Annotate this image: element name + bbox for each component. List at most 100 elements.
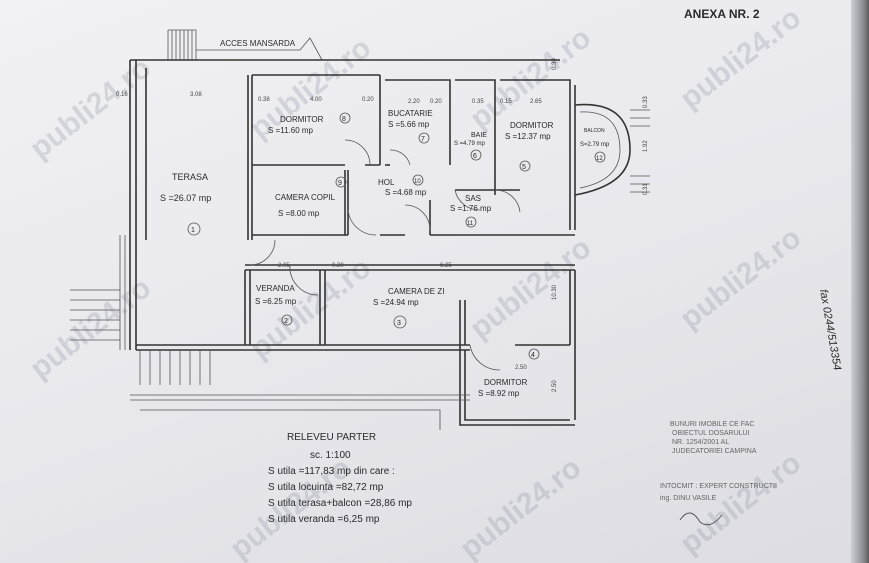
watermark: publi24.ro [464,21,597,135]
walls [119,59,631,430]
legend-line: S utila locuinta =82,72 mp [268,482,384,493]
room-area: S =6.25 mp [255,297,297,306]
room-number: 4 [531,352,535,359]
room-name: DORMITOR [280,115,324,124]
watermark-layer: publi24.ro publi24.ro publi24.ro publi24… [24,1,807,563]
room-number: 12 [596,156,603,162]
annex-title: ANEXA NR. 2 [684,7,760,21]
room-area: S =11.60 mp [268,126,314,135]
room-baie: BAIE S =4.79 mp 6 [454,132,487,161]
access-label: ACCES MANSARDA [220,39,296,48]
room-name: VERANDA [256,284,295,293]
dim-label: 2.20 [408,99,420,105]
room-area: S =26.07 mp [160,193,211,203]
room-name: DORMITOR [484,378,528,387]
balcony-stairs [630,109,650,193]
room-area: S =5.66 mp [388,120,430,129]
dim-label: 0.15 [500,99,512,105]
room-area: S =12.37 mp [505,132,551,141]
room-number: 6 [473,153,477,160]
room-number: 1 [191,227,195,234]
watermark: publi24.ro [244,251,377,365]
stamp-line: NR. 1254/2001 AL [672,439,729,446]
room-number: 7 [421,136,425,143]
dim-label: 0.30 [332,263,344,269]
dim-label: 0.20 [430,99,442,105]
stamp: BUNURI IMOBILE CE FAC OBIECTUL DOSARULUI… [660,421,777,526]
handwritten-note: fax 0244/513354 [817,288,843,371]
legend-line: S utila terasa+balcon =28,86 mp [268,498,412,509]
watermark: publi24.ro [464,231,597,345]
watermark: publi24.ro [674,221,807,335]
dim-label: 2.50 [552,380,558,392]
stamp-line: JUDECATORIEI CAMPINA [672,448,757,455]
room-number: 3 [397,320,401,327]
stamp-line: BUNURI IMOBILE CE FAC [670,421,754,428]
room-area: S =8.92 mp [478,389,520,398]
watermark: publi24.ro [24,51,157,165]
dim-label: 10.30 [552,284,558,300]
room-camera-de-zi: CAMERA DE ZI S =24.94 mp 3 [373,287,444,329]
dim-label: 0.38 [258,97,270,103]
room-balcon: BALCON S=2.79 mp 12 [580,128,610,163]
room-name: HOL [378,178,395,187]
room-camera-copil: CAMERA COPIL S =8.00 mp 9 [275,176,347,218]
legend-scale: sc. 1:100 [310,450,351,461]
watermark: publi24.ro [24,271,157,385]
watermark: publi24.ro [674,446,807,560]
room-name: CAMERA DE ZI [388,287,444,296]
room-sas: SAS S =1.76 mp 11 [450,194,492,228]
dim-label: 0.30 [552,58,558,70]
stamp-line: OBIECTUL DOSARULUI [672,430,750,437]
room-veranda: VERANDA S =6.25 mp 2 [255,284,297,326]
room-area: S =4.79 mp [454,141,486,147]
dim-label: 6.25 [440,263,452,269]
dim-label: 2.50 [515,365,527,371]
room-area: S =24.94 mp [373,298,419,307]
legend-line: S utila =117,83 mp din care : [268,466,395,477]
attic-stairs [167,29,323,61]
room-name: DORMITOR [510,121,554,130]
room-name: SAS [465,194,481,203]
room-dormitor-8: DORMITOR S =11.60 mp 8 [268,112,351,135]
sheet-shadow [851,0,869,563]
dim-label: 2.05 [278,263,290,269]
stamp-line: ing. DINU VASILE [660,495,717,502]
legend-title: RELEVEU PARTER [287,432,376,443]
dim-label: 0.33 [643,96,649,108]
dim-label: 4.00 [310,97,322,103]
room-name: BALCON [584,128,605,134]
room-area: S=2.79 mp [580,142,610,148]
legend-line: S utila veranda =6,25 mp [268,514,380,525]
signature [679,512,723,526]
room-name: BUCATARIE [388,109,433,118]
dim-label: 0.16 [116,92,128,98]
dim-label: 2.65 [530,99,542,105]
room-dormitor-5: DORMITOR S =12.37 mp 5 [505,121,554,172]
room-number: 5 [522,164,526,171]
room-number: 11 [467,221,474,227]
watermark: publi24.ro [454,451,587,563]
room-hol: HOL S =4.68 mp 10 [378,174,427,197]
room-area: S =8.00 mp [278,209,320,218]
dim-label: 0.31 [643,183,649,195]
room-name: CAMERA COPIL [275,193,336,202]
room-name: TERASA [172,172,208,182]
dimensions: 0.16 3.08 0.38 4.00 0.20 2.20 0.20 0.35 … [116,58,649,392]
room-number: 10 [414,179,421,185]
room-number: 2 [284,318,288,325]
room-bucatarie: BUCATARIE S =5.66 mp 7 [388,109,433,144]
room-area: S =1.76 mp [450,204,492,213]
stamp-line: INTOCMIT : EXPERT CONSTRUCTII [660,483,777,490]
room-area: S =4.68 mp [385,188,427,197]
entrance-stairs [70,289,211,385]
legend: RELEVEU PARTER sc. 1:100 S utila =117,83… [268,432,412,525]
room-name: BAIE [471,132,487,139]
room-number: 9 [338,180,342,187]
room-terasa: TERASA S =26.07 mp 1 [160,172,211,236]
dim-label: 0.20 [362,97,374,103]
dim-label: 0.35 [472,99,484,105]
room-dormitor-4: DORMITOR S =8.92 mp 4 [478,348,540,398]
